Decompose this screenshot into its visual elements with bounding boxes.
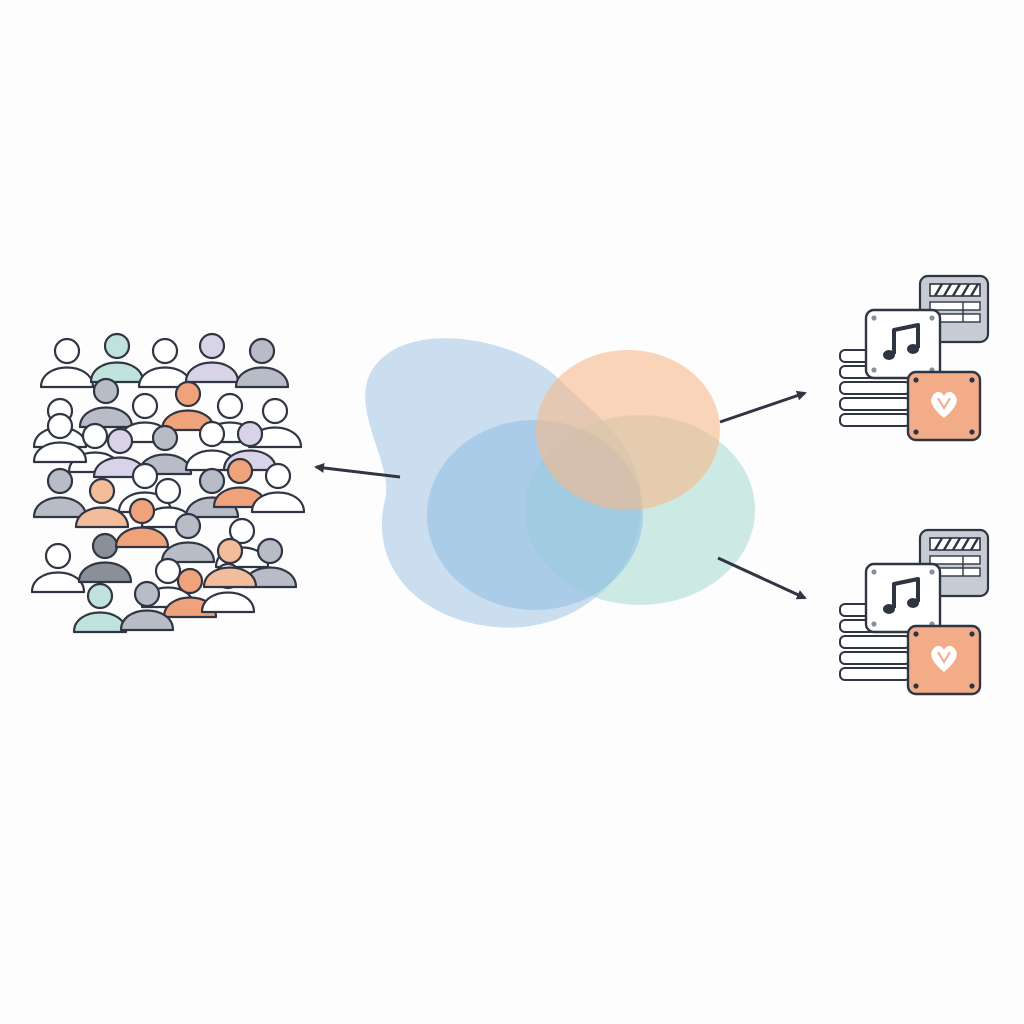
arrows [314,390,807,600]
person-icon [114,497,170,549]
person-icon [184,467,240,519]
overlapping-clusters [365,338,755,628]
person-icon [137,337,193,389]
person-icon [89,332,145,384]
person-icon [39,337,95,389]
person-icon [32,412,88,464]
person-icon [30,542,86,594]
heart-icon [906,624,982,696]
person-icon [78,377,134,429]
arrow-to-crowd [314,462,401,479]
person-icon [222,420,278,472]
music-note-icon [864,308,942,380]
person-icon [184,332,240,384]
person-icon [32,467,88,519]
person-icon [119,580,175,632]
person-icon [162,567,218,619]
heart-icon [906,370,982,442]
person-icon [250,462,306,514]
music-note-icon [864,562,942,634]
arrow-to-media-bottom [717,556,807,600]
media-stack-top [839,274,990,442]
arrow-to-media-top [719,390,807,424]
person-icon [160,512,216,564]
cluster-blob-peach [536,350,720,510]
person-icon [74,477,130,529]
film-clapper-icon [918,274,990,344]
person-icon [202,537,258,589]
media-stack-bottom [839,528,990,696]
person-icon [234,337,290,389]
user-crowd [30,332,306,634]
person-icon [160,380,216,432]
